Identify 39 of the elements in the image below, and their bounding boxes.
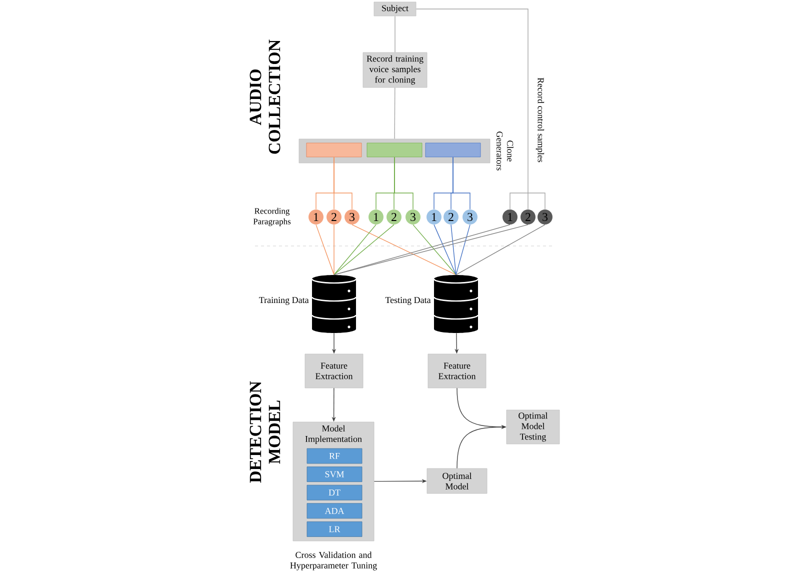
section-title: DETECTION MODEL bbox=[250, 381, 280, 483]
generator-box bbox=[306, 142, 362, 158]
node-caption: Clone Generators bbox=[496, 132, 514, 170]
node-caption: Cross Validation and Hyperparameter Tuning bbox=[290, 552, 377, 570]
connector bbox=[316, 224, 334, 276]
process-box: Optimal Model bbox=[426, 468, 488, 494]
connector bbox=[334, 224, 394, 276]
algorithm-box: ADA bbox=[306, 503, 362, 519]
process-box: Subject bbox=[374, 2, 416, 16]
algorithm-box: LR bbox=[306, 521, 362, 537]
connector bbox=[452, 156, 470, 210]
connector bbox=[394, 87, 396, 140]
connector bbox=[528, 192, 546, 210]
connector bbox=[412, 224, 456, 276]
edge-label: Record control samples bbox=[534, 76, 546, 164]
connector bbox=[450, 224, 456, 276]
section-title: AUDIO COLLECTION bbox=[250, 40, 280, 154]
connector bbox=[334, 224, 376, 276]
row-label: Recording Paragraphs bbox=[253, 208, 291, 226]
process-box: Optimal Model Testing bbox=[506, 410, 560, 444]
connector bbox=[456, 224, 546, 276]
connector bbox=[510, 192, 528, 210]
algorithm-box: SVM bbox=[306, 466, 362, 482]
node-label: Testing Data bbox=[385, 297, 431, 305]
connector bbox=[394, 156, 414, 210]
connector bbox=[416, 8, 528, 210]
algorithm-box: RF bbox=[306, 448, 362, 464]
process-box: Feature Extraction bbox=[428, 354, 486, 388]
generator-box bbox=[366, 142, 422, 158]
node-label: Training Data bbox=[259, 297, 309, 305]
generator-box bbox=[425, 142, 481, 158]
connector bbox=[434, 224, 456, 276]
process-box: Feature Extraction bbox=[304, 354, 364, 388]
process-box: Record training voice samples for cloning bbox=[362, 52, 428, 88]
connector bbox=[456, 224, 470, 276]
connector bbox=[334, 156, 352, 210]
connector bbox=[352, 224, 456, 276]
algorithm-box: DT bbox=[306, 484, 362, 500]
connector bbox=[394, 16, 396, 53]
